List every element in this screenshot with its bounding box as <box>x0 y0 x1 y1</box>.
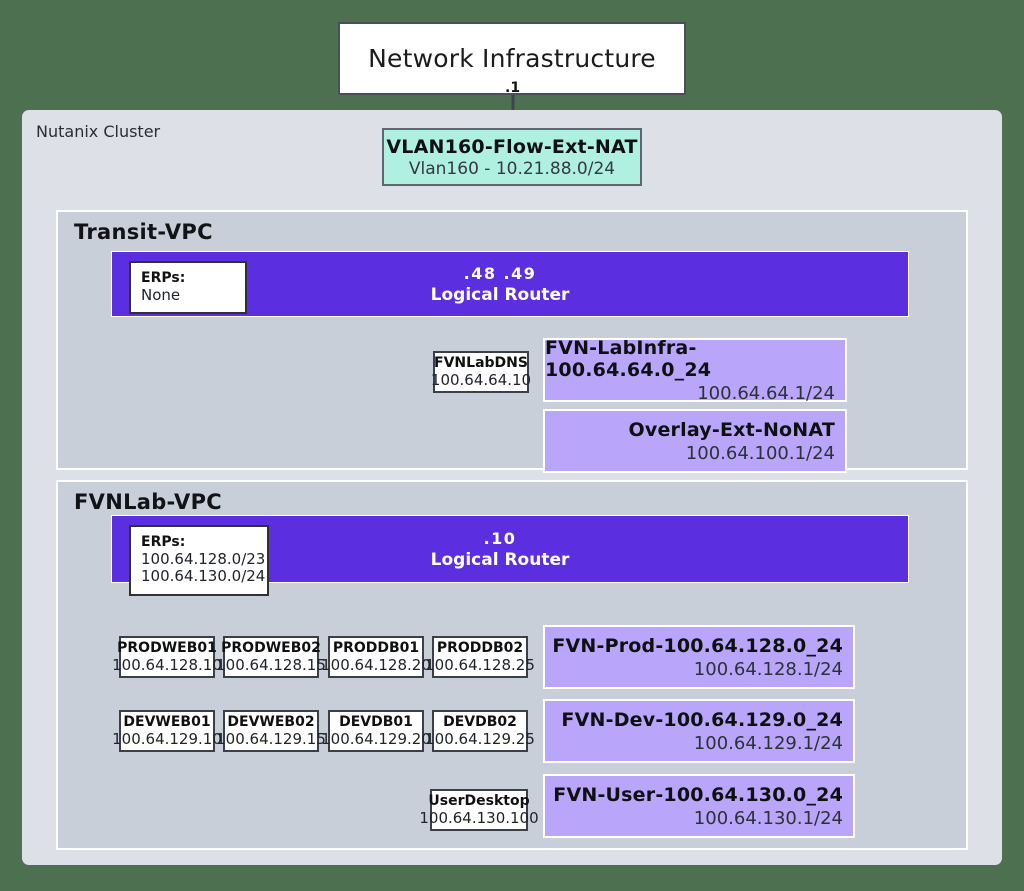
vm-devdb01[interactable]: DEVDB01 100.64.129.20 <box>321 710 431 752</box>
vm-ip: 100.64.130.100 <box>419 809 539 827</box>
subnet-gateway: 100.64.129.1/24 <box>693 732 843 754</box>
vm-name: DEVDB01 <box>339 714 413 730</box>
vm-devweb02[interactable]: DEVWEB02 100.64.129.15 <box>216 710 326 752</box>
subnet-gateway: 100.64.100.1/24 <box>685 442 835 464</box>
logical-router-fvnlab-name: Logical Router <box>430 549 570 570</box>
logical-router-transit-name: Logical Router <box>430 284 570 305</box>
vm-name: PRODDB02 <box>436 640 524 656</box>
vlan-detail: Vlan160 - 10.21.88.0/24 <box>408 158 616 179</box>
vm-prodweb01[interactable]: PRODWEB01 100.64.128.10 <box>112 636 222 678</box>
vm-ip: 100.64.64.10 <box>430 371 532 389</box>
erps-title-fvnlab: ERPs: <box>141 534 186 550</box>
vm-name: DEVDB02 <box>443 714 517 730</box>
vm-ip: 100.64.129.10 <box>112 730 222 748</box>
erps-entry: 100.64.128.0/23 <box>141 549 266 568</box>
erps-entry: None <box>141 285 181 304</box>
vm-ip: 100.64.129.20 <box>321 730 431 748</box>
vm-ip: 100.64.128.20 <box>321 656 431 674</box>
vm-ip: 100.64.129.15 <box>216 730 326 748</box>
subnet-overlay-ext-nonat[interactable]: Overlay-Ext-NoNAT 100.64.100.1/24 <box>543 409 847 473</box>
subnet-gateway: 100.64.64.1/24 <box>697 382 835 404</box>
vm-ip: 100.64.128.25 <box>425 656 535 674</box>
uplink-ip-label: .1 <box>505 80 521 96</box>
subnet-name: FVN-Prod-100.64.128.0_24 <box>552 634 843 657</box>
vm-ip: 100.64.129.25 <box>425 730 535 748</box>
subnet-fvn-prod[interactable]: FVN-Prod-100.64.128.0_24 100.64.128.1/24 <box>543 625 855 689</box>
vlan-name: VLAN160-Flow-Ext-NAT <box>386 135 638 158</box>
erps-entry: 100.64.130.0/24 <box>141 567 266 586</box>
vm-name: DEVWEB02 <box>227 714 315 730</box>
vm-devdb02[interactable]: DEVDB02 100.64.129.25 <box>425 710 535 752</box>
logical-router-fvnlab-ips: .10 <box>483 528 517 548</box>
erps-box-fvnlab: ERPs: 100.64.128.0/23 100.64.130.0/24 <box>129 525 269 596</box>
erps-title-transit: ERPs: <box>141 270 186 286</box>
subnet-name: FVN-User-100.64.130.0_24 <box>553 783 843 806</box>
logical-router-transit-ips: .48 .49 <box>463 263 537 283</box>
erps-box-transit: ERPs: None <box>129 261 247 315</box>
network-infrastructure-title: Network Infrastructure <box>368 44 656 73</box>
logical-router-transit-text: .48 .49 Logical Router <box>431 264 570 305</box>
vm-userdesktop[interactable]: UserDesktop 100.64.130.100 <box>419 789 539 831</box>
logical-router-fvnlab-text: .10 Logical Router <box>431 529 570 570</box>
vlan160-external-network-box[interactable]: VLAN160-Flow-Ext-NAT Vlan160 - 10.21.88.… <box>382 128 642 186</box>
subnet-gateway: 100.64.128.1/24 <box>693 658 843 680</box>
vm-name: UserDesktop <box>428 793 530 809</box>
vm-ip: 100.64.128.10 <box>112 656 222 674</box>
subnet-fvn-user[interactable]: FVN-User-100.64.130.0_24 100.64.130.1/24 <box>543 774 855 838</box>
vm-proddb02[interactable]: PRODDB02 100.64.128.25 <box>425 636 535 678</box>
vm-ip: 100.64.128.15 <box>216 656 326 674</box>
nutanix-cluster-label: Nutanix Cluster <box>36 122 161 141</box>
subnet-name: FVN-Dev-100.64.129.0_24 <box>561 708 843 731</box>
vm-proddb01[interactable]: PRODDB01 100.64.128.20 <box>321 636 431 678</box>
vm-name: PRODWEB01 <box>117 640 217 656</box>
subnet-fvn-dev[interactable]: FVN-Dev-100.64.129.0_24 100.64.129.1/24 <box>543 699 855 763</box>
vm-prodweb02[interactable]: PRODWEB02 100.64.128.15 <box>216 636 326 678</box>
subnet-gateway: 100.64.130.1/24 <box>693 807 843 829</box>
vm-devweb01[interactable]: DEVWEB01 100.64.129.10 <box>112 710 222 752</box>
vm-fvnlabdns[interactable]: FVNLabDNS 100.64.64.10 <box>430 351 532 393</box>
vm-name: DEVWEB01 <box>123 714 211 730</box>
logical-router-fvnlab[interactable]: .10 Logical Router ERPs: 100.64.128.0/23… <box>111 515 909 596</box>
vm-name: FVNLabDNS <box>434 355 528 371</box>
vpc-label-fvnlab: FVNLab-VPC <box>74 490 223 514</box>
vm-name: PRODDB01 <box>332 640 420 656</box>
vm-name: PRODWEB02 <box>221 640 321 656</box>
logical-router-transit[interactable]: .48 .49 Logical Router ERPs: None <box>111 251 909 317</box>
vpc-label-transit: Transit-VPC <box>74 220 213 244</box>
subnet-fvn-labinfra[interactable]: FVN-LabInfra-100.64.64.0_24 100.64.64.1/… <box>543 336 847 404</box>
network-infrastructure-box[interactable]: Network Infrastructure <box>338 22 686 95</box>
subnet-name: FVN-LabInfra-100.64.64.0_24 <box>545 336 712 381</box>
subnet-name: Overlay-Ext-NoNAT <box>628 418 835 441</box>
